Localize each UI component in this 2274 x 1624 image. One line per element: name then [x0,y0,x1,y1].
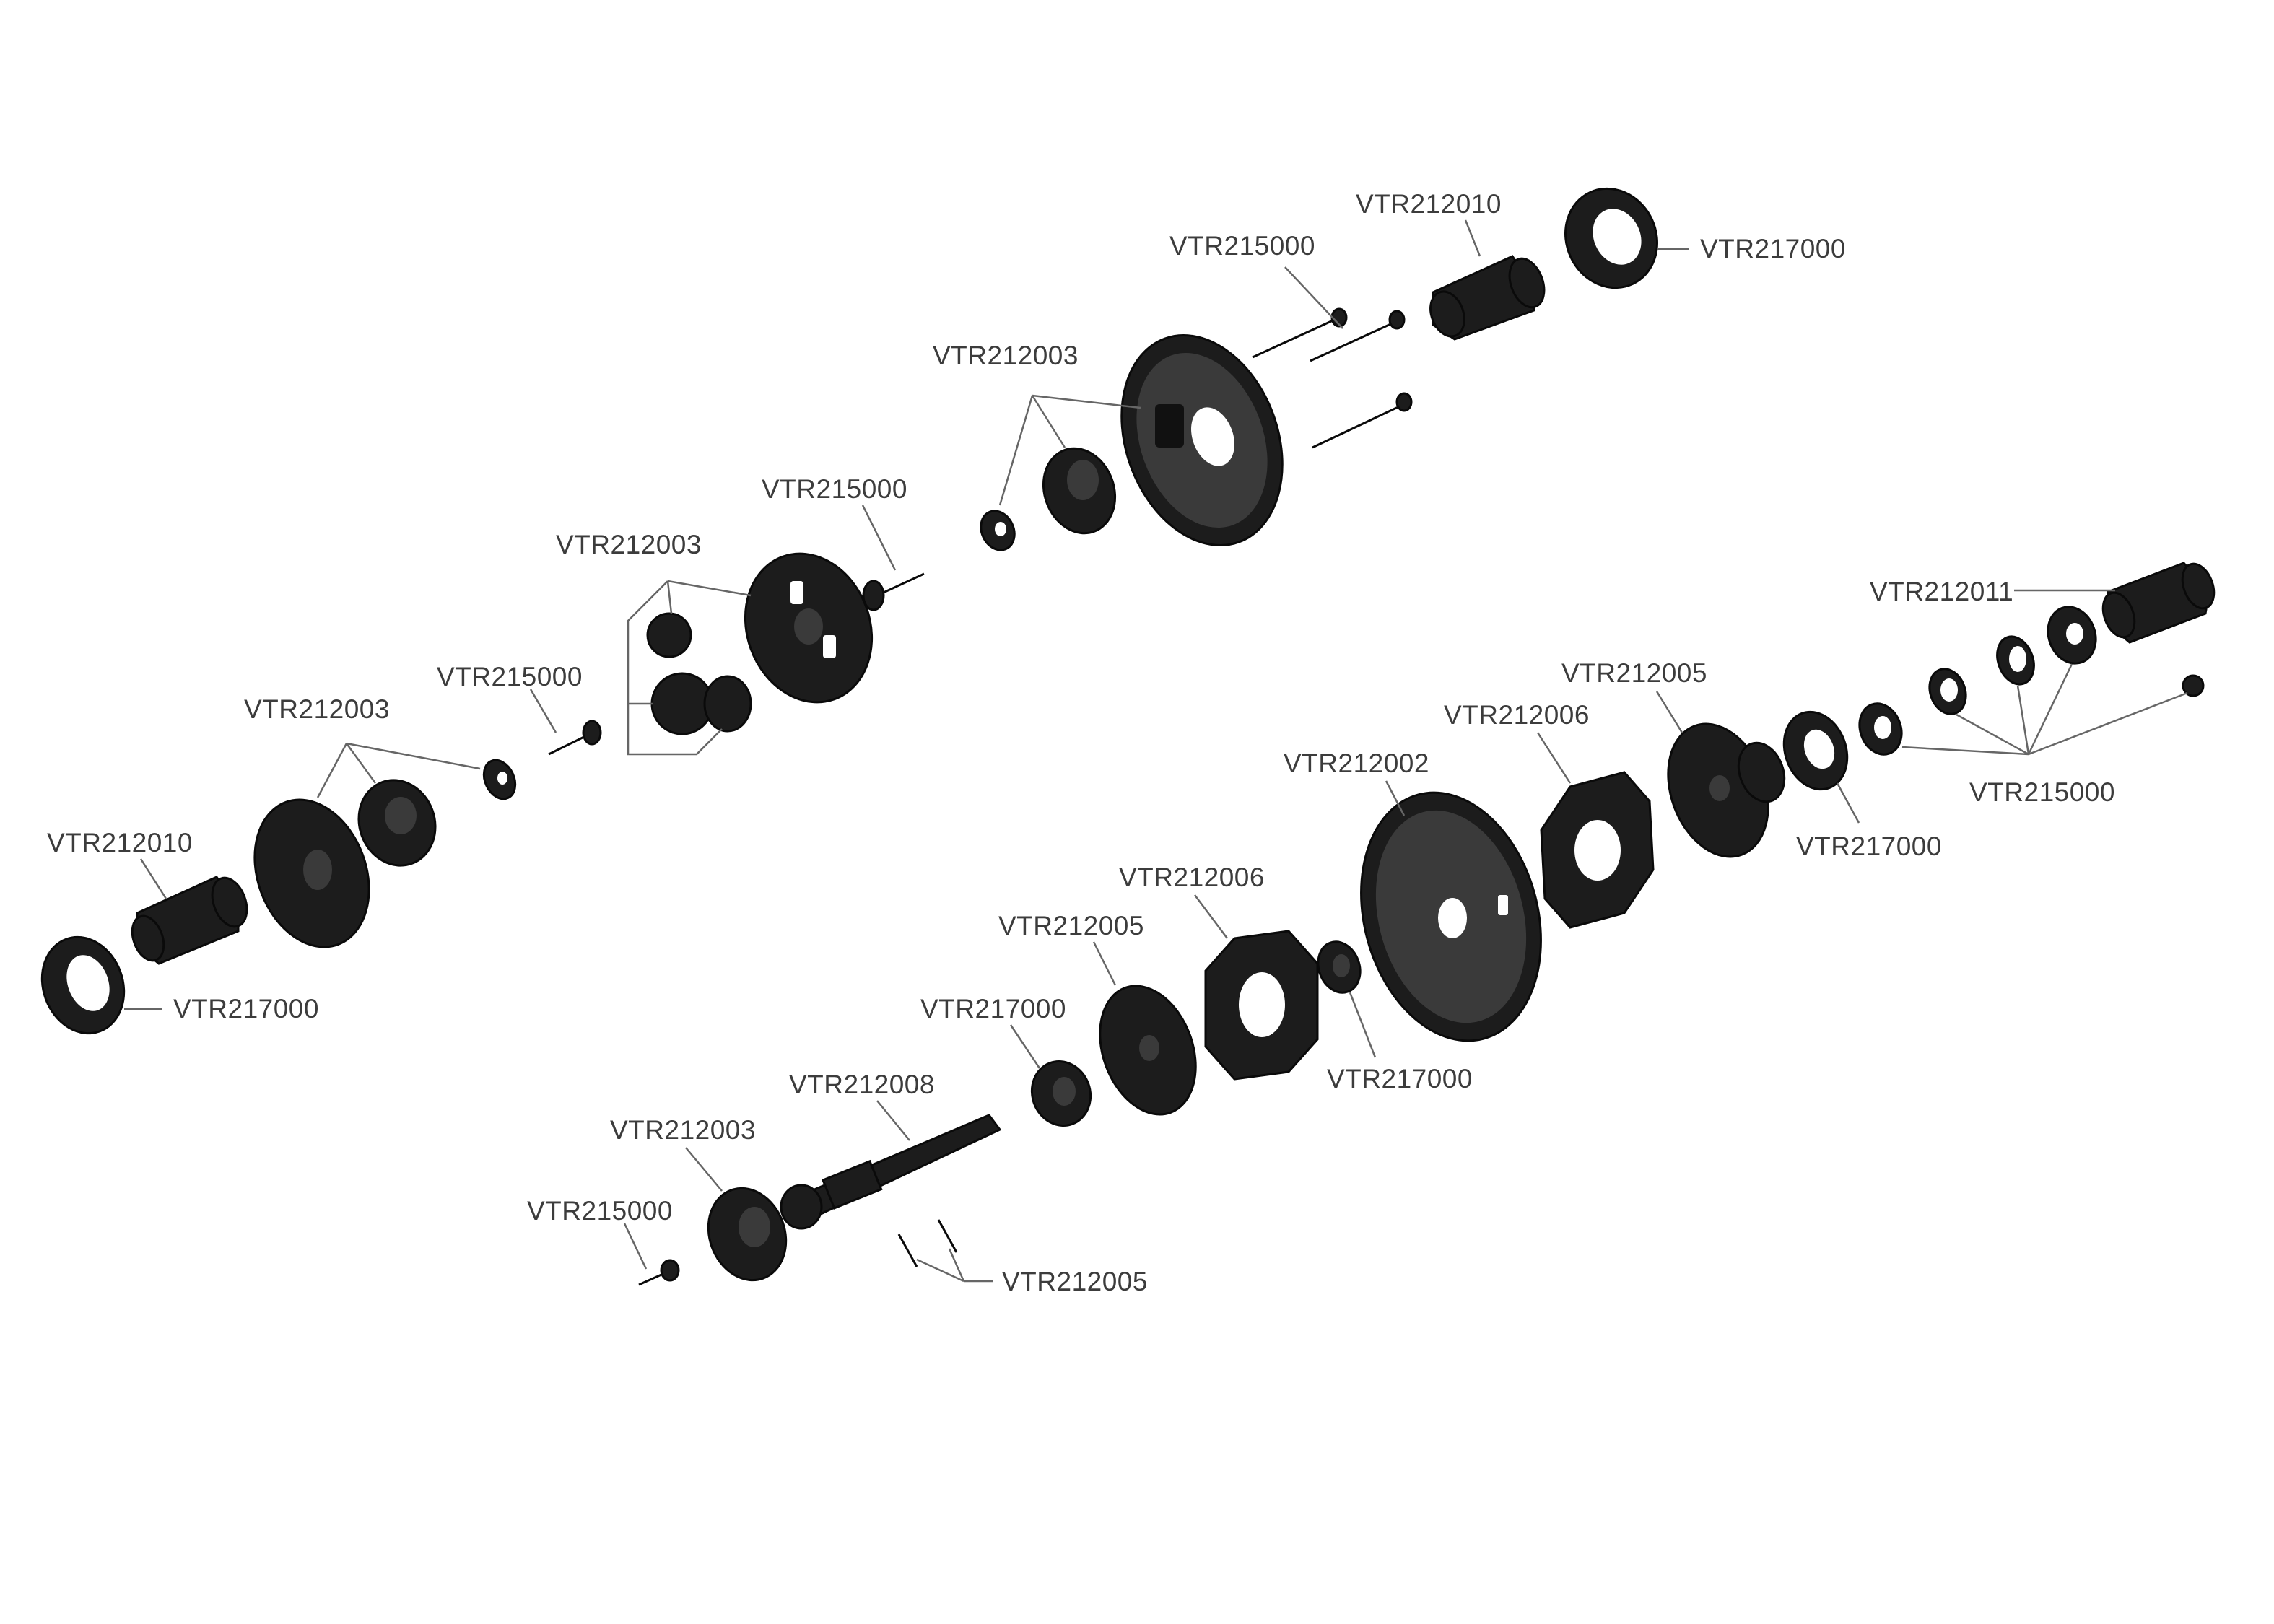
label-spur-gear: VTR212002 [1284,748,1429,778]
leader-case-gears-b [345,743,377,784]
label-case-gears: VTR212003 [244,694,390,724]
leader-top-ring-gear-b [1031,395,1066,448]
label-top-ring-right: VTR217000 [1700,234,1846,263]
label-top-screws: VTR215000 [1169,231,1315,261]
top-right-bearing-ring [1564,187,1659,289]
label-right-small-parts: VTR215000 [1969,777,2115,807]
label-pins: VTR212005 [1002,1267,1148,1296]
spur-gear [1360,791,1542,1042]
leader-spider-a [667,580,752,597]
label-left-pressure-plate: VTR212005 [998,911,1144,940]
leader-top-outdrive [1464,219,1481,257]
top-spider-bevel [1042,447,1117,535]
leader-case-gears-c [346,742,481,770]
label-top-outdrive: VTR212010 [1356,189,1502,219]
diff-housing-gear [357,779,437,867]
label-shaft-bearing: VTR217000 [920,994,1066,1023]
leader-mid-screw [861,505,897,571]
top-outdrive-cup [1429,255,1546,341]
leader-pins-b [948,1248,965,1282]
leader-pinion-screw [623,1223,648,1270]
right-pressure-plate [1667,722,1786,858]
diff-case-half [744,552,874,704]
label-case-screw: VTR215000 [437,662,583,691]
right-small-parts [1858,606,2205,756]
leader-spur-bearing [1349,992,1377,1058]
leader-spider-b [666,580,673,614]
label-right-slipper-pad: VTR212006 [1444,700,1590,730]
leader-right-pressure-plate [1655,691,1683,733]
pinion-gear [707,1187,788,1282]
right-slipper-pad [1540,771,1655,929]
shaft-bearing [1030,1060,1092,1127]
label-top-shaft: VTR212008 [789,1070,935,1099]
label-top-ring-gear: VTR212003 [933,341,1079,370]
leader-right-bearing [1836,782,1860,824]
label-pinion: VTR212003 [610,1115,756,1145]
label-left-ring: VTR217000 [173,994,319,1023]
pinion-screw [638,1259,680,1286]
leader-right-small-a [2027,663,2073,755]
spider-gears-group [646,612,752,735]
leader-right-slipper-pad [1536,732,1572,784]
left-bearing-ring [40,935,126,1035]
leader-top-ring-gear-c [1032,394,1141,409]
label-mid-screw: VTR215000 [762,474,907,504]
top-small-bushing [980,510,1016,551]
leader-left-outdrive [139,858,167,899]
leader-case-screw [529,689,557,733]
label-right-outdrive: VTR212011 [1870,577,2013,606]
label-left-slipper-pad: VTR212006 [1119,863,1265,892]
leader-spider-bracket [627,580,723,756]
label-right-bearing: VTR217000 [1796,831,1942,861]
leader-shaft-bearing [1009,1024,1041,1069]
label-spur-bearing: VTR217000 [1327,1064,1473,1093]
leader-top-shaft [876,1100,910,1141]
case-screw [548,720,602,756]
mid-screw [862,572,925,611]
top-shaft [780,1114,1002,1230]
leader-left-pressure-plate [1092,941,1117,986]
case-small-bushing [482,759,517,800]
label-spider-gears: VTR212003 [556,530,702,559]
leader-right-small-b [2016,685,2030,755]
leader-left-slipper-pad [1194,894,1228,939]
left-pressure-plate [1099,985,1197,1116]
leader-pinion [685,1147,723,1192]
diff-housing [253,798,370,948]
leader-pins-a [916,1258,964,1283]
spur-bearing [1317,940,1362,994]
leader-case-gears-a [316,743,348,798]
label-pinion-screw: VTR215000 [527,1196,673,1226]
top-ring-gear [1120,334,1284,546]
leader-right-small-e [1901,746,2029,756]
leader-top-ring-gear-a [998,395,1034,506]
left-outdrive-cup [131,876,248,965]
leader-top-screws [1284,266,1343,329]
label-left-outdrive: VTR212010 [47,828,193,857]
left-slipper-pad [1204,930,1319,1081]
right-bearing [1782,710,1849,791]
leader-spur-gear [1385,780,1406,816]
leader-right-small-c [1956,713,2029,756]
right-outdrive-cup [2101,562,2216,644]
label-right-pressure-plate: VTR212005 [1561,658,1707,688]
leader-right-small-d [2028,691,2188,756]
drive-pins [897,1219,958,1267]
